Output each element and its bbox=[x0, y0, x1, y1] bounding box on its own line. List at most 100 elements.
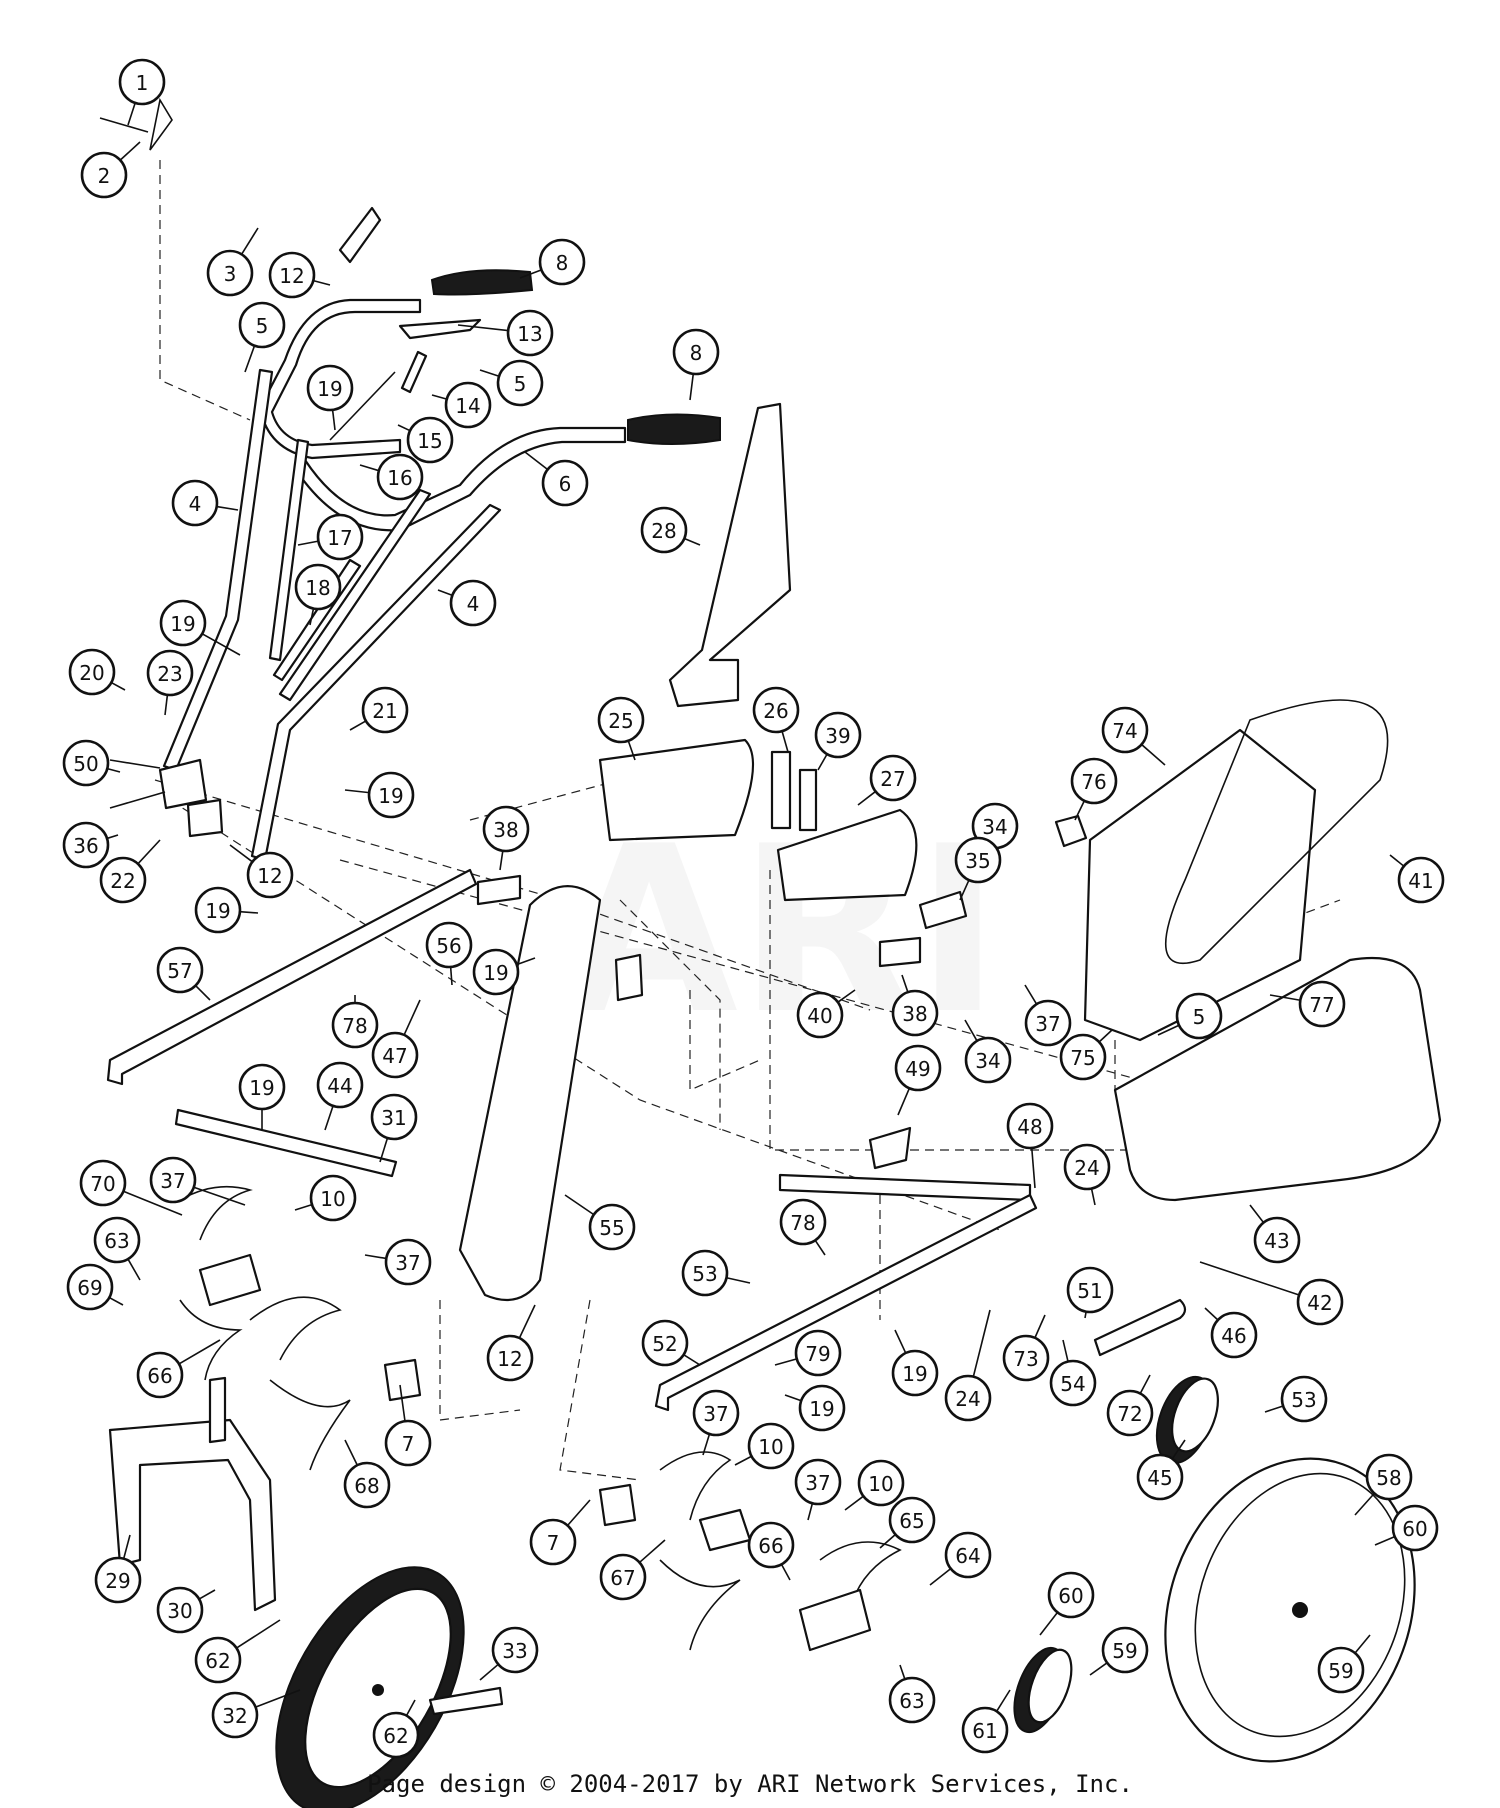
leader-line bbox=[894, 1329, 907, 1354]
leader-line bbox=[1062, 1339, 1069, 1362]
callout-part-13: 13 bbox=[506, 309, 554, 357]
callout-part-50: 50 bbox=[62, 739, 110, 787]
callout-part-56: 56 bbox=[425, 921, 473, 969]
leader-line bbox=[564, 1194, 595, 1216]
callout-part-12: 12 bbox=[486, 1334, 534, 1382]
leader-line bbox=[518, 1304, 536, 1339]
leader-line bbox=[1249, 1204, 1265, 1224]
callout-part-19: 19 bbox=[472, 948, 520, 996]
leader-line bbox=[344, 1439, 359, 1466]
callout-part-64: 64 bbox=[944, 1531, 992, 1579]
callout-number: 27 bbox=[880, 767, 905, 791]
wheel-32 bbox=[275, 1566, 465, 1808]
callout-number: 18 bbox=[305, 576, 330, 600]
rod-15 bbox=[329, 371, 396, 441]
callout-number: 7 bbox=[402, 1432, 415, 1456]
callout-part-62: 62 bbox=[372, 1711, 420, 1759]
leader-line bbox=[1139, 1374, 1151, 1394]
callout-number: 45 bbox=[1147, 1466, 1172, 1490]
handle-grip-left bbox=[430, 269, 534, 296]
callout-part-52: 52 bbox=[641, 1319, 689, 1367]
axle-bolt-33 bbox=[428, 1686, 504, 1716]
callout-part-37: 37 bbox=[149, 1156, 197, 1204]
callout-part-60: 60 bbox=[1391, 1504, 1439, 1552]
leader-line bbox=[127, 102, 136, 126]
callout-part-67: 67 bbox=[599, 1553, 647, 1601]
callout-number: 34 bbox=[975, 1049, 1000, 1073]
callout-part-19: 19 bbox=[194, 886, 242, 934]
leader-line bbox=[499, 850, 504, 871]
callout-number: 19 bbox=[483, 961, 508, 985]
callout-part-37: 37 bbox=[794, 1458, 842, 1506]
callout-part-77: 77 bbox=[1298, 980, 1346, 1028]
callout-part-4: 4 bbox=[449, 579, 497, 627]
leader-line bbox=[1171, 1439, 1186, 1460]
callout-number: 59 bbox=[1328, 1659, 1353, 1683]
callout-number: 66 bbox=[147, 1364, 172, 1388]
leader-line bbox=[857, 790, 877, 806]
callout-part-10: 10 bbox=[857, 1459, 905, 1507]
callout-number: 10 bbox=[868, 1472, 893, 1496]
callout-part-24: 24 bbox=[1063, 1143, 1111, 1191]
callout-number: 31 bbox=[381, 1106, 406, 1130]
callout-number: 19 bbox=[205, 899, 230, 923]
pin-35 bbox=[918, 890, 968, 930]
callout-number: 36 bbox=[73, 834, 98, 858]
leader-line bbox=[119, 141, 141, 161]
callout-number: 69 bbox=[77, 1276, 102, 1300]
callout-number: 19 bbox=[809, 1397, 834, 1421]
handle-grip-right bbox=[627, 413, 721, 445]
leader-line bbox=[1089, 1662, 1108, 1676]
callout-part-48: 48 bbox=[1006, 1102, 1054, 1150]
callout-part-73: 73 bbox=[1002, 1334, 1050, 1382]
callout-part-19: 19 bbox=[891, 1349, 939, 1397]
callout-number: 19 bbox=[317, 377, 342, 401]
callout-number: 42 bbox=[1307, 1291, 1332, 1315]
leader-line bbox=[344, 789, 370, 794]
callout-number: 17 bbox=[327, 526, 352, 550]
callout-part-51: 51 bbox=[1066, 1266, 1114, 1314]
callout-number: 77 bbox=[1309, 993, 1334, 1017]
callout-number: 21 bbox=[372, 699, 397, 723]
callout-part-19: 19 bbox=[159, 599, 207, 647]
callout-number: 33 bbox=[502, 1639, 527, 1663]
callout-part-43: 43 bbox=[1253, 1216, 1301, 1264]
callout-number: 51 bbox=[1077, 1279, 1102, 1303]
leader-line bbox=[995, 1689, 1011, 1712]
link-46 bbox=[1093, 1298, 1187, 1357]
shift-lever-28 bbox=[668, 402, 792, 708]
callout-number: 37 bbox=[160, 1169, 185, 1193]
callout-part-59: 59 bbox=[1101, 1626, 1149, 1674]
callout-number: 24 bbox=[955, 1387, 980, 1411]
leader-line bbox=[479, 1663, 499, 1681]
callout-part-39: 39 bbox=[814, 711, 862, 759]
leader-line bbox=[726, 1276, 751, 1284]
leader-line bbox=[897, 1087, 911, 1116]
callout-part-17: 17 bbox=[316, 513, 364, 561]
callout-number: 35 bbox=[965, 849, 990, 873]
callout-part-66: 66 bbox=[136, 1351, 184, 1399]
callout-part-41: 41 bbox=[1397, 856, 1445, 904]
callout-part-33: 33 bbox=[491, 1626, 539, 1674]
callout-part-72: 72 bbox=[1106, 1389, 1154, 1437]
callout-number: 62 bbox=[383, 1724, 408, 1748]
leader-line bbox=[324, 1105, 334, 1131]
leader-line bbox=[1389, 854, 1405, 867]
leader-line bbox=[683, 537, 701, 546]
callout-part-79: 79 bbox=[794, 1329, 842, 1377]
leader-line bbox=[1204, 1307, 1219, 1321]
callout-part-21: 21 bbox=[361, 686, 409, 734]
callout-part-63: 63 bbox=[93, 1216, 141, 1264]
leader-line bbox=[110, 681, 126, 691]
callout-number: 5 bbox=[1193, 1005, 1206, 1029]
callout-part-29: 29 bbox=[94, 1556, 142, 1604]
leader-line bbox=[399, 1384, 406, 1422]
callout-part-20: 20 bbox=[68, 648, 116, 696]
callout-number: 7 bbox=[547, 1531, 560, 1555]
leader-line bbox=[899, 1664, 906, 1680]
leader-line bbox=[683, 1354, 701, 1366]
callout-number: 60 bbox=[1402, 1517, 1427, 1541]
callout-number: 12 bbox=[279, 264, 304, 288]
callout-number: 10 bbox=[320, 1187, 345, 1211]
